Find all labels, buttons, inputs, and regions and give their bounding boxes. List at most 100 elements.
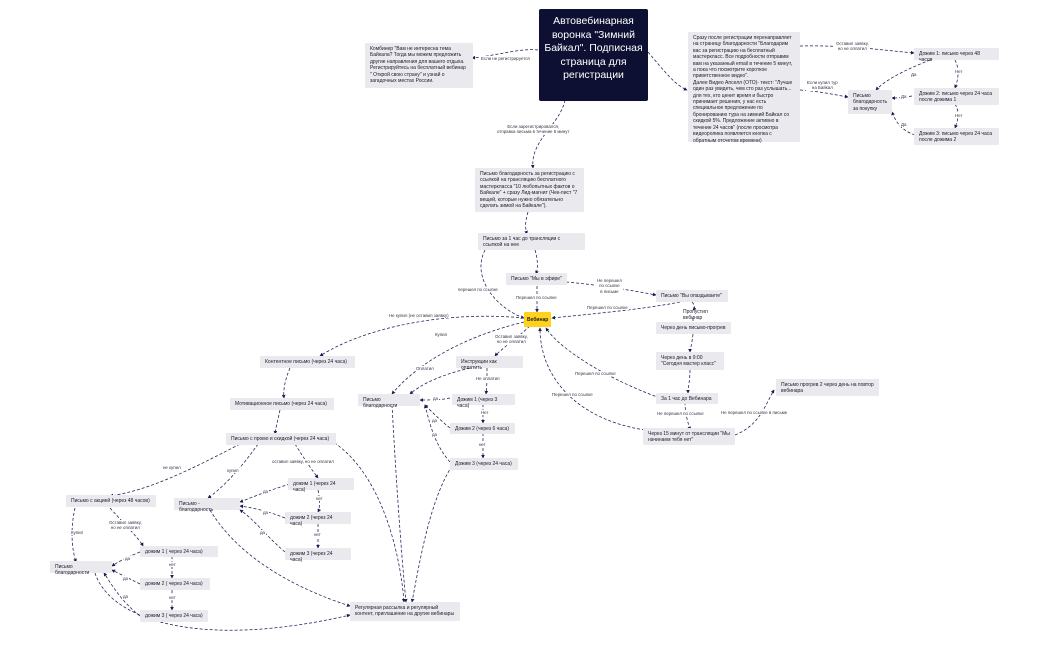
edge-label-net-top2: Нет [954,113,964,119]
edge-label-if-bought: Если купил тур на Байкал [806,80,839,91]
action-letter-node: Письмо с акцией (через 48 часов) [66,495,156,507]
edge-label-da-m3: да [431,432,439,438]
edge-label-left-request-mid: Оставил заявку, но не оплатил [494,334,529,345]
instructions-node: Инструкции как оплатить [456,356,523,371]
edge-label-not-followed-email: Не перешел по ссылке в письме [720,410,789,416]
edge-thankyou-to-dozhim1 [799,45,915,55]
letter-thanks-registration-node: Письмо благодарность за регистрацию с сс… [475,168,584,212]
edge-action-to-thanks-left [71,507,77,563]
edge-label-not-registered: Если не регистрируется [480,56,531,62]
edge-label-da-r3: да [259,530,267,536]
edge-dozhim2-to-thanks-top [891,95,913,100]
dozhim3-mid-node: Дожим 3 (через 24 часа) [450,458,518,470]
letter-late-node: Письмо "Вы опаздываете" [656,290,728,302]
dozhim3-top-node: Дожим 3: письмо через 24 часа после дожи… [914,128,999,145]
edge-label-followed-on-air: Перешел по ссылке [515,295,558,301]
edge-thanks-bottom-to-regular [209,509,351,607]
edge-label-followed-1h: перешел по ссылке [457,287,499,293]
one-hour-before-node: За 1 час до Вебинара [656,393,718,404]
edge-label-da-top1: Да [910,72,918,78]
edge-dozhim1-to-dozhim2 [954,59,959,89]
edge-right-d2-to-thanks [239,504,286,519]
edge-nextday-to-9 [688,333,694,353]
edge-label-da-l3: да [122,594,130,600]
edge-label-bought-promo: купил [226,468,240,474]
thanks-purchase-top-node: Письмо благодарность за покупку [848,90,892,114]
edge-low-d3-to-thanks [103,572,141,617]
edge-label-not-followed-on-air: Не перешел по ссылке в письме [596,278,623,295]
right-dozhim2-node: дожим 2 (через 24 часа) [285,512,351,527]
edge-d2mid-to-thanks [424,404,451,429]
edge-label-net-m2: нет [478,442,487,448]
edge-thanks-mid-to-regular [391,404,408,603]
edge-letter-reg-to-1h [524,211,529,235]
edge-thankyou-to-thanks-purchase [799,89,849,99]
edge-label-followed-late: Перешел по ссылке [586,305,629,311]
edge-instructions-to-d1mid [484,367,489,395]
regular-mailing-node: Регулярная рассылка и регулярный контент… [350,602,460,621]
edge-label-net-m1: Нет [480,410,490,416]
edge-content-to-motivation [281,367,291,399]
edge-center-to-letter-reg [530,99,566,169]
edge-label-registered: Если зарегистрировался, отправка письма … [496,124,571,135]
edge-label-da-l2: да [122,576,130,582]
edge-d3mid-to-regular [410,465,453,603]
letter-on-air-node: Письмо "Мы в эфире" [506,273,567,285]
edge-9-to-1hour [686,369,691,394]
right-dozhim1-node: дожим 1 (через 24 часа) [288,478,354,493]
content-letter-node: Контентное письмо (через 24 часа) [260,356,355,368]
edge-label-bought: Купил [434,332,449,338]
edge-1hour-to-15min [684,401,692,431]
edge-right-d1-to-d2 [317,489,322,513]
edge-late-to-missed [691,301,697,311]
edge-webinar-to-content [319,315,525,357]
edge-label-net-l1: нет [168,562,177,568]
dozhim2-top-node: Дожим 2: письмо через 24 часа после дожи… [914,88,999,105]
edge-center-to-kombiner [471,49,539,60]
edge-label-net-r1: нет [315,496,324,502]
missed-webinar-node: Пропустил вебинар [683,309,710,322]
edge-instructions-to-thanks-mid [409,367,471,395]
edge-promo-to-action [109,443,241,498]
edge-label-not-bought-promo: не купил [162,465,182,471]
thanks-letter-left-node: Письмо благодарности [50,561,112,576]
edge-dozhim1-to-thanks-top [875,59,931,91]
edge-label-da-l1: да [124,556,132,562]
edge-center-to-thankyou [647,51,688,91]
edge-label-not-followed-r: Не перешел по ссылке [656,411,705,417]
right-dozhim3-node: дожим 3 (через 24 часа) [285,548,351,563]
edge-label-net-l2: нет [168,595,177,601]
edge-15min-to-webinar [538,327,646,431]
edge-label-net-r2: нет [313,532,322,538]
warmup-replay-node: Письмо прогрев 2 через день на повтор ве… [776,379,879,396]
edge-15min-to-warmup [734,389,775,436]
edge-label-not-bought-no-request: Не купил (не оставил заявку) [388,313,450,319]
fifteen-minutes-node: Через 15 минут от трансляции "Мы начинае… [643,428,735,445]
motivation-letter-node: Мотивационное письмо (через 24 часа) [230,398,334,410]
low-dozhim2-node: дожим 2 ( через 24 часа) [140,578,210,590]
edge-webinar-to-thanks-mid [391,321,525,395]
funnel-title-node: Автовебинарная воронка "Зимний Байкал". … [539,9,648,101]
edge-label-da-r2: да [262,510,270,516]
edge-label-paid: Оплатил [415,366,435,372]
dozhim1-mid-node: Дожим 1 (через 3 часа) [452,394,515,409]
edge-dozhim3-to-thanks-top [891,111,916,136]
edge-label-followed-r2: Перешел по ссылке [551,392,594,398]
low-dozhim3-node: дожим 3 ( через 24 часа) [140,610,208,622]
letter-1h-node: Письмо за 1 час до трансляции с ссылкой … [478,233,585,250]
edge-label-da-r1: да [262,489,270,495]
low-dozhim1-node: дожим 1 ( через 24 часа) [140,546,218,557]
edge-1h-to-on-air [534,249,539,275]
edge-label-left-request-promo: оставил заявку, но не оплатил [271,459,335,465]
kombiner-node: Комбинер "Вам не интересна тема Байкала?… [365,43,473,88]
thankyou-page-node: Сразу после регистрации перенаправляет н… [688,32,800,144]
edge-action-to-low-d1 [109,507,144,547]
dozhim1-top-node: Дожим 1: письмо через 48 часов [914,48,999,63]
promo-letter-node: Письмо с промо и скидкой (через 24 часа) [226,433,336,445]
edge-label-da-m2: да [431,418,439,424]
edge-label-left-request-top: Оставил заявку, но не оплатил [835,41,870,52]
thanks-bottom-node: Письмо - благодарность [174,498,240,513]
edge-thanks-left-to-regular [94,572,351,631]
webinar-node: Вебинар [524,312,551,327]
edge-on-air-to-late [565,281,657,297]
